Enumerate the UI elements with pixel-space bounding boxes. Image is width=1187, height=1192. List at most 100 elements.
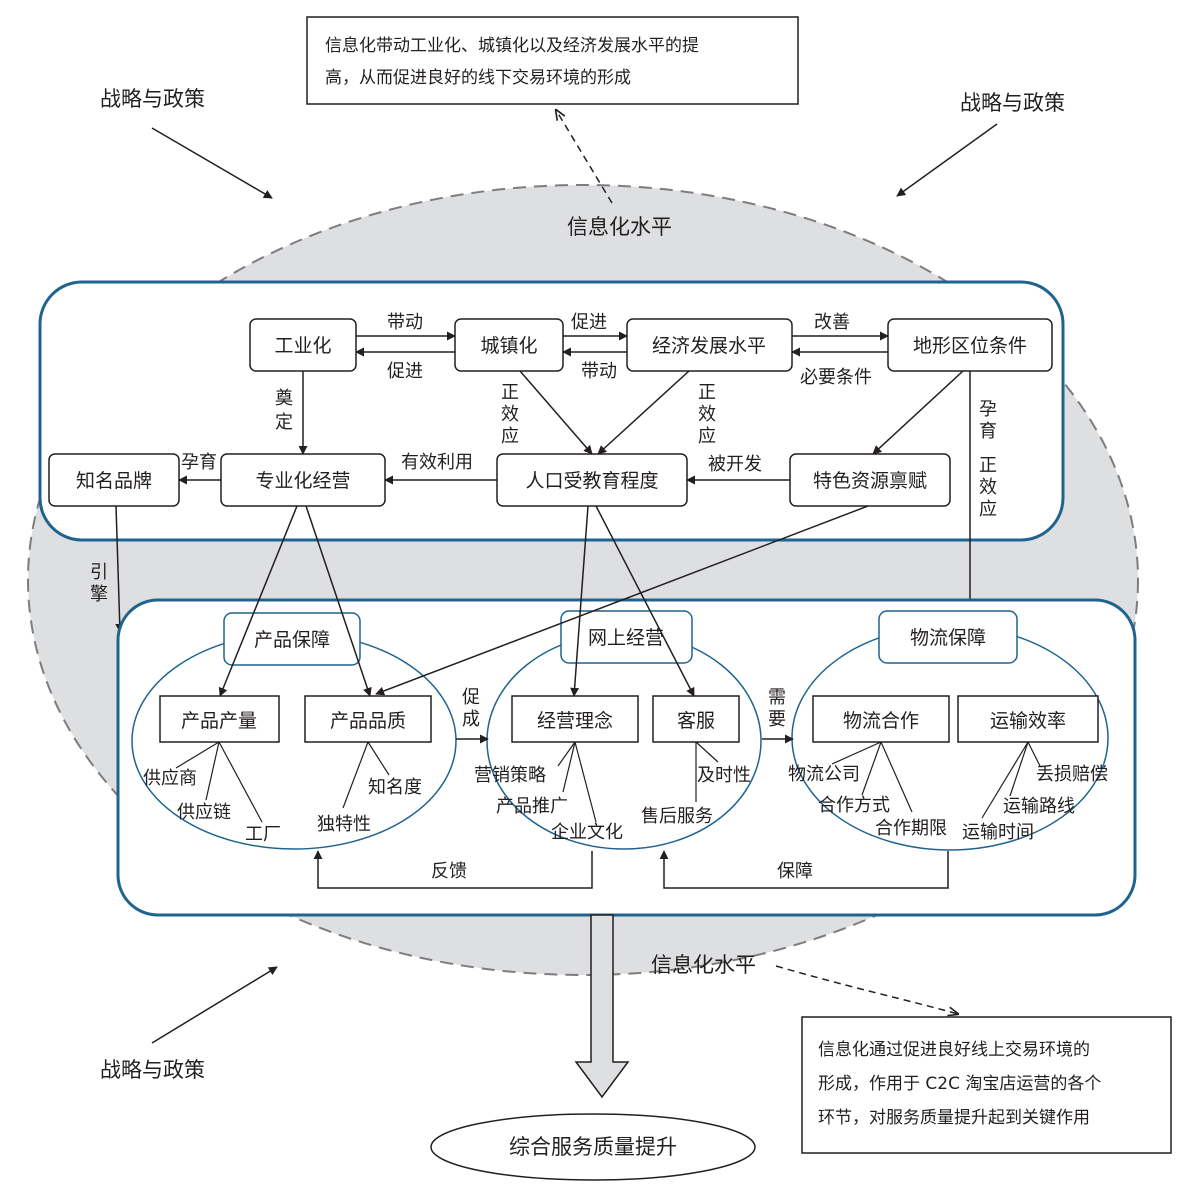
edge-specialized-to-quantity [218, 505, 298, 697]
spoke-uniqueness [342, 741, 369, 809]
top-note-line1: 信息化带动工业化、城镇化以及经济发展水平的提 [325, 36, 699, 56]
edge-terrain-to-resources [872, 370, 964, 455]
node-terrain: 地形区位条件 [913, 335, 1027, 357]
spoke-time [981, 741, 1029, 819]
flow-label-facilitate-2: 成 [462, 709, 480, 730]
guide-label-2: 擎 [90, 584, 108, 605]
spoke-route [1009, 741, 1029, 797]
bottom-note-box [801, 1016, 1172, 1154]
product-reputation: 知名度 [368, 777, 422, 798]
edge-label-promote-1: 促进 [387, 361, 423, 382]
info-level-top-arrow [556, 110, 613, 204]
edge-education-to-philosophy [570, 505, 589, 697]
product-box-quantity [159, 695, 280, 743]
edge-label-promote-2: 促进 [571, 312, 607, 333]
logistics-route: 运输路线 [1003, 796, 1075, 817]
strategy-label-top-left: 战略与政策 [100, 87, 205, 111]
spoke-loss [1027, 741, 1041, 767]
bottom-note-line3: 环节，对服务质量提升起到关键作用 [818, 1108, 1090, 1128]
spoke-marketing [557, 741, 576, 767]
edge-label-nurture-right-1: 孕 [979, 399, 997, 420]
info-level-top-label: 信息化水平 [567, 215, 672, 239]
edge-label-positive-c-2: 效 [979, 477, 997, 498]
online-box-philosophy [511, 695, 639, 743]
edge-label-positive-b-3: 应 [698, 426, 716, 447]
spoke-period [880, 741, 913, 813]
logistics-efficiency: 运输效率 [990, 710, 1066, 732]
guide-label-1: 引 [90, 562, 108, 583]
edge-label-positive-c-1: 正 [979, 455, 997, 476]
node-urbanization-box [454, 318, 564, 372]
edge-label-positive-c-3: 应 [979, 499, 997, 520]
node-industrialization: 工业化 [274, 335, 331, 357]
online-culture: 企业文化 [551, 822, 623, 843]
strategy-arrow-bottom-left [151, 966, 278, 1044]
product-title-box [223, 612, 361, 666]
logistics-title: 物流保障 [910, 627, 986, 649]
node-urbanization: 城镇化 [480, 335, 537, 357]
spoke-factory [218, 741, 263, 823]
spoke-company [831, 741, 882, 765]
product-title: 产品保障 [254, 629, 330, 651]
edge-label-positive-b-1: 正 [698, 382, 716, 403]
feedback-label: 反馈 [431, 861, 467, 882]
product-box-quality [304, 695, 432, 743]
bottom-note-line2: 形成，作用于 C2C 淘宝店运营的各个 [818, 1074, 1101, 1094]
product-quality: 产品品质 [330, 710, 406, 732]
strategy-label-top-right: 战略与政策 [960, 91, 1065, 115]
logistics-box-efficiency [957, 695, 1099, 743]
online-timeliness: 及时性 [697, 765, 751, 786]
spoke-supplier [175, 741, 220, 769]
product-supplier: 供应商 [143, 768, 197, 789]
top-note-line2: 高，从而促进良好的线下交易环境的形成 [325, 68, 631, 88]
spoke-promotion [562, 741, 576, 793]
strategy-label-bottom-left: 战略与政策 [100, 1058, 205, 1082]
node-specialized: 专业化经营 [255, 470, 350, 492]
result-label: 综合服务质量提升 [509, 1135, 677, 1159]
top-note-box [306, 16, 799, 105]
info-level-bottom-arrow [775, 965, 958, 1014]
online-box-service [652, 695, 740, 743]
flow-label-need-1: 需 [768, 687, 786, 708]
edge-label-nurture-right-2: 育 [979, 421, 997, 442]
bottom-note-line1: 信息化通过促进良好线上交易环境的 [818, 1040, 1090, 1060]
online-promotion: 产品推广 [496, 796, 568, 817]
edge-label-improve: 改善 [814, 312, 850, 333]
edge-label-positive-a-3: 应 [501, 426, 519, 447]
edge-label-foundation-1: 奠 [275, 388, 293, 409]
feedback-loop [313, 850, 593, 889]
strategy-arrow-top-left [151, 127, 273, 199]
logistics-mode: 合作方式 [818, 795, 890, 816]
edge-label-foundation-2: 定 [275, 412, 293, 433]
logistics-title-box [878, 610, 1018, 664]
node-economy-box [626, 318, 793, 372]
logistics-loss: 丢损赔偿 [1036, 764, 1108, 785]
edge-label-effective-use: 有效利用 [401, 452, 473, 473]
online-service: 客服 [677, 710, 715, 732]
guarantee-label: 保障 [777, 861, 813, 882]
spoke-reputation [367, 741, 390, 776]
product-supply-chain: 供应链 [177, 802, 231, 823]
logistics-box-cooperation [812, 695, 950, 743]
edge-label-positive-a-1: 正 [501, 382, 519, 403]
strategy-arrow-top-right [896, 123, 998, 197]
product-uniqueness: 独特性 [317, 814, 371, 835]
edge-urbanization-to-education [519, 370, 593, 455]
edge-label-positive-a-2: 效 [501, 404, 519, 425]
edge-label-nurture-brand: 孕育 [181, 452, 217, 473]
logistics-cooperation: 物流合作 [843, 710, 919, 732]
edge-brand-guide [115, 505, 125, 633]
edge-label-drive-2: 带动 [581, 361, 617, 382]
flow-label-need-2: 要 [768, 709, 786, 730]
guarantee-loop [659, 850, 949, 889]
logistics-time: 运输时间 [962, 822, 1034, 843]
node-economy: 经济发展水平 [652, 335, 766, 357]
spoke-supply-chain [205, 741, 220, 801]
node-brand: 知名品牌 [76, 470, 152, 492]
output-arrow [574, 914, 630, 1099]
flow-label-facilitate-1: 促 [462, 687, 480, 708]
edge-label-developed: 被开发 [708, 454, 762, 475]
spoke-mode [861, 741, 882, 796]
edge-education-to-service [595, 505, 695, 697]
